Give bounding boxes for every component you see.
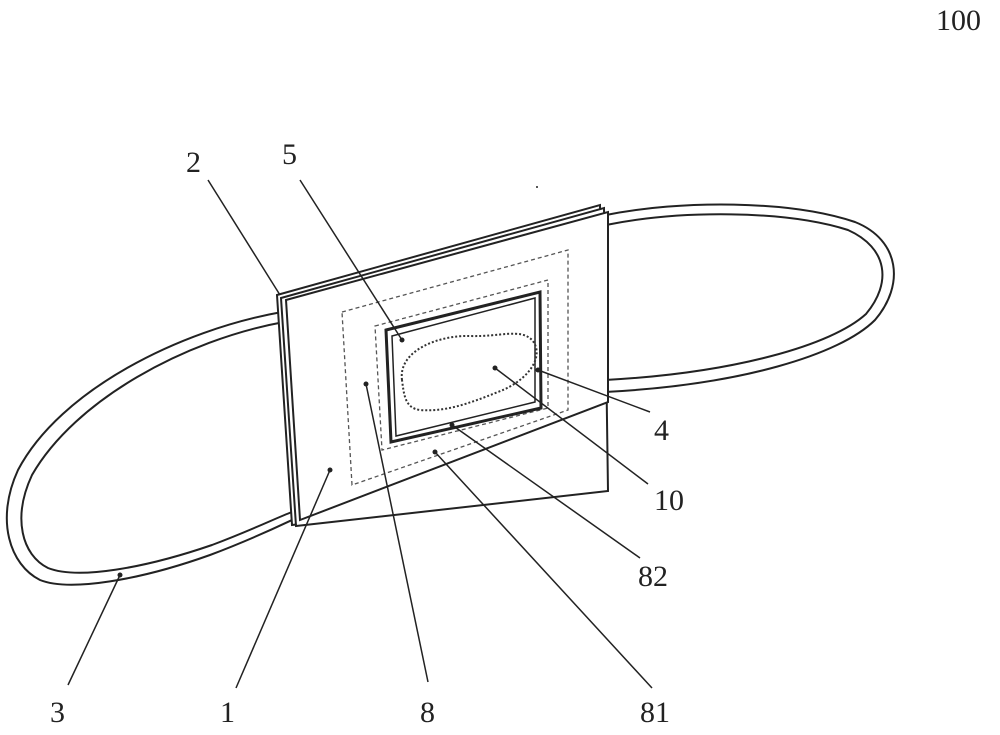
- leader-lines: [67, 179, 653, 689]
- callout-2: 2: [186, 146, 201, 179]
- leader-dots: [117, 186, 541, 578]
- outer-dashed-region: [341, 249, 569, 486]
- leader-82: [451, 424, 641, 559]
- callout-8: 8: [420, 696, 435, 729]
- left-ear-loop: [5, 311, 293, 586]
- leader-8: [365, 383, 429, 683]
- leader-5: [299, 179, 403, 341]
- callout-10: 10: [654, 484, 684, 517]
- right-ear-loop: [604, 203, 895, 393]
- figure-id-label: 100: [936, 4, 981, 37]
- callout-82: 82: [638, 560, 668, 593]
- leader-3: [67, 574, 121, 686]
- leader-4: [537, 369, 651, 413]
- leader-10: [494, 367, 649, 485]
- window-frame: [384, 290, 543, 444]
- leader-81: [434, 451, 653, 689]
- inner-dashed-region: [374, 279, 549, 451]
- window-inner: [391, 297, 536, 437]
- callout-81: 81: [640, 696, 670, 729]
- leader-2: [207, 179, 281, 296]
- leader-1: [235, 469, 331, 689]
- callout-1: 1: [220, 696, 235, 729]
- callout-5: 5: [282, 138, 297, 171]
- callout-4: 4: [654, 414, 669, 447]
- indicator-blob: [400, 332, 538, 412]
- callout-3: 3: [50, 696, 65, 729]
